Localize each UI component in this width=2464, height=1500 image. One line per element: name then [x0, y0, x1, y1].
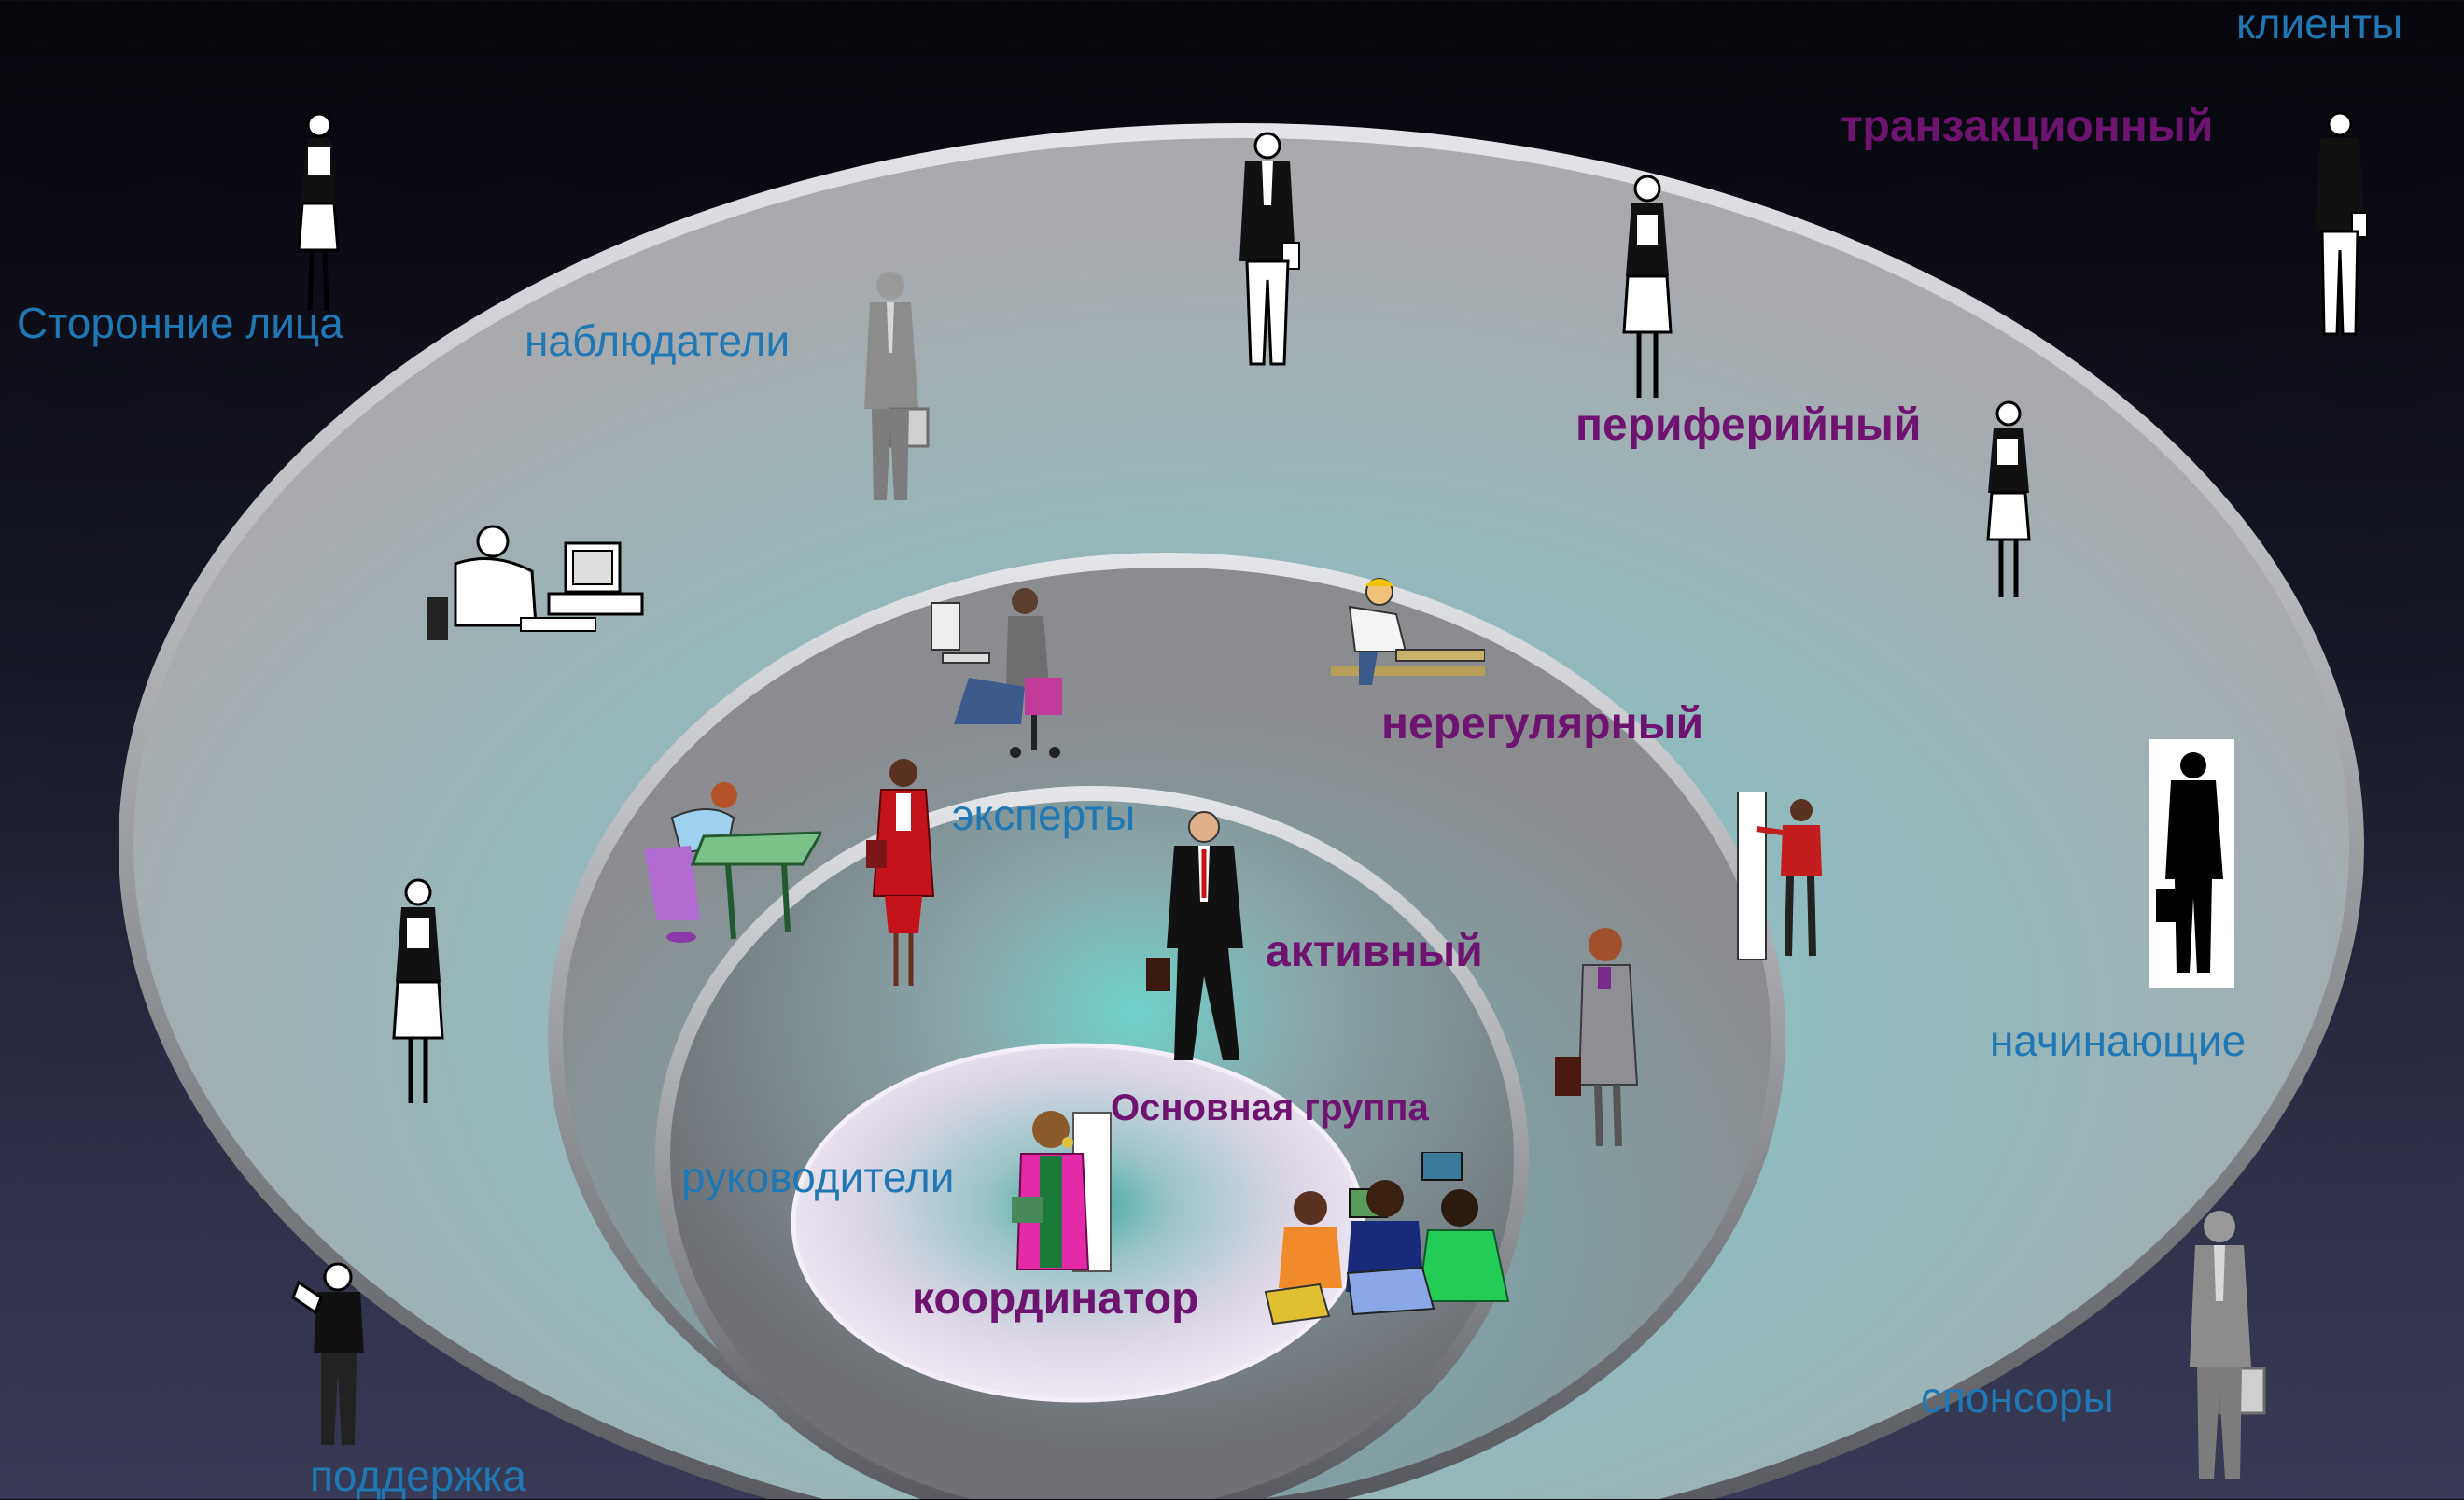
woman-figure-icon [297, 112, 340, 312]
businessman-figure-icon [1239, 132, 1300, 366]
woman-suitcase-icon [1555, 928, 1639, 1147]
woman-figure-icon [1986, 400, 2031, 597]
woman-figure-icon [392, 878, 444, 1103]
role-experts: эксперты [952, 791, 1136, 839]
role-sponsors: спонсоры [1921, 1373, 2114, 1422]
presenter-board-icon [1737, 792, 1822, 960]
grey-businessman-icon [864, 272, 930, 500]
role-leaders: руководители [681, 1153, 955, 1201]
level-core-group: Основная группа [1111, 1087, 1429, 1129]
level-active: активный [1266, 927, 1483, 976]
level-peripheral: периферийный [1575, 400, 1922, 450]
team-meeting-icon [1264, 1152, 1510, 1325]
level-irregular: нерегулярный [1381, 699, 1704, 749]
support-worker-icon [291, 1262, 364, 1445]
level-coordinator: координатор [912, 1274, 1199, 1324]
role-clients: клиенты [2236, 0, 2403, 48]
businesswoman-red-icon [866, 759, 935, 986]
computer-worker-icon [427, 525, 644, 640]
architect-desk-icon [644, 782, 821, 943]
role-support: поддержка [310, 1451, 526, 1500]
level-transactional: транзакционный [1841, 102, 2214, 151]
computer-worker-icon [931, 588, 1062, 758]
role-observers: наблюдатели [525, 316, 791, 365]
black-silhouette-icon [2149, 739, 2234, 988]
role-outsiders: Сторонние лица [17, 299, 343, 347]
businessman-walking-icon [1146, 811, 1243, 1060]
role-beginners: начинающие [1990, 1016, 2247, 1065]
woman-figure-icon [1622, 175, 1673, 398]
grey-businessman-icon [2190, 1211, 2266, 1479]
woman-phone-icon [1012, 1111, 1112, 1272]
businessman-figure-icon [2315, 111, 2368, 336]
engineer-drafting-icon [1331, 578, 1485, 685]
